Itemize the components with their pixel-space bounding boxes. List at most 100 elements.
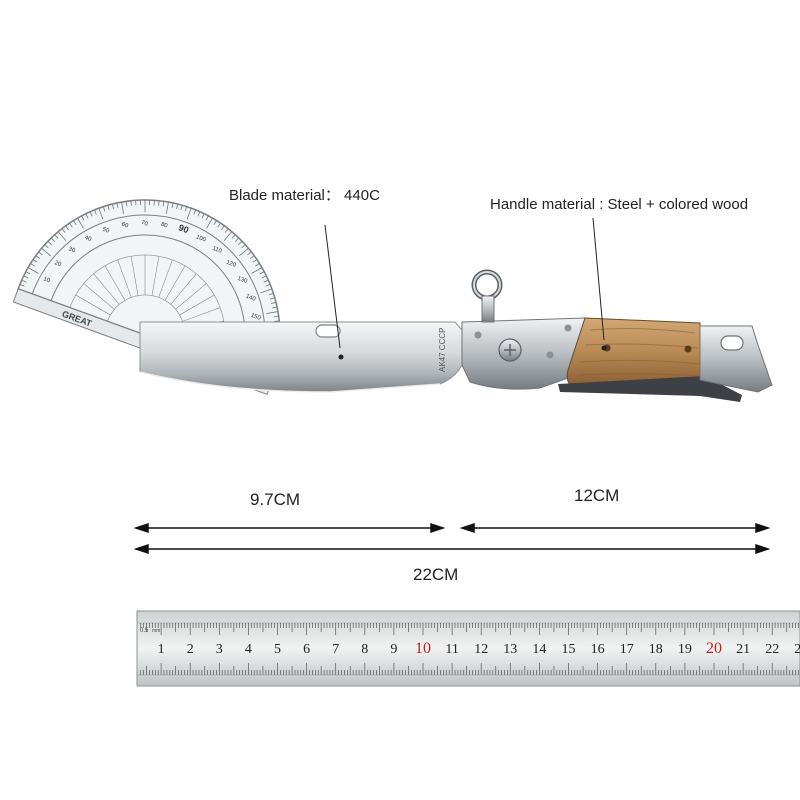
protractor-guide [93,273,120,305]
ruler-number: 21 [736,642,750,657]
protractor-guide [83,283,115,310]
blade-leader-line [324,224,341,349]
ruler-number: 6 [303,642,310,657]
protractor-tick [251,267,263,274]
protractor-tick [19,284,25,287]
protractor-tick [27,267,39,274]
protractor-tick [261,275,267,279]
protractor-tick [176,203,179,209]
protractor-tick [263,279,269,283]
protractor-tick [50,237,55,242]
protractor-tick [135,200,137,206]
protractor-tick [35,255,41,259]
protractor-degree-label: 20 [54,260,63,268]
ruler-number: 9 [390,642,397,657]
protractor-tick [272,306,278,309]
ruler-number: 15 [562,642,576,657]
protractor-tick [259,271,265,275]
protractor-tick [184,206,188,212]
protractor-tick [61,228,66,233]
ruler-unit-mark: mm [152,628,160,634]
protractor-tick [77,217,84,229]
ruler-number: 22 [765,642,779,657]
protractor-tick [44,244,49,249]
protractor-tick [81,215,85,221]
protractor-tick [139,200,141,206]
ruler-number: 10 [415,640,431,657]
protractor-tick [65,225,69,231]
blade-material-label: Blade material： 440C [229,187,380,204]
protractor-guide [158,259,173,298]
handle-marker-dot [601,345,607,351]
dimension-arrows [133,522,771,555]
protractor-guide [75,294,111,316]
protractor-tick [217,222,221,228]
ruler-number: 5 [274,642,281,657]
protractor-guide [170,273,197,305]
protractor-tick [98,208,104,220]
ruler-number: 11 [445,642,458,657]
protractor-tick [206,217,213,229]
protractor-degree-label: 30 [68,246,77,254]
protractor-degree-label: 110 [211,246,223,255]
protractor-tick [85,213,89,219]
protractor-tick [41,247,52,257]
protractor-tick [224,228,229,233]
protractor-tick [221,225,225,231]
protractor-guide [117,259,132,298]
handle-length-label: 12CM [574,486,620,505]
protractor-guide [144,254,146,295]
protractor-degree-label: 70 [140,220,149,228]
protractor-tick [47,240,52,245]
protractor-degree-label: 50 [101,227,110,235]
protractor-tick [102,206,106,212]
protractor-tick [213,220,217,225]
protractor-guide [130,256,139,296]
protractor-guide [175,283,207,310]
protractor-tick [158,200,160,206]
protractor-tick [57,231,67,242]
protractor-tick [153,200,155,206]
protractor-tick [23,275,29,279]
protractor-tick [69,222,73,228]
protractor-degree-label: 140 [245,294,257,303]
protractor-tick [171,202,174,208]
protractor-tick [205,215,209,221]
protractor-tick [73,220,77,225]
protractor-tick [255,263,260,267]
protractor-degree-label: 90 [177,222,190,235]
protractor-degree-label: 60 [121,222,130,230]
knife-blade: AK47 CCCP [139,321,463,393]
ruler-number: 8 [361,642,368,657]
protractor-tick [235,237,240,242]
protractor-tick [21,279,27,283]
ruler-number: 4 [245,642,252,657]
protractor-tick [121,201,125,214]
protractor-tick [186,208,192,220]
protractor-tick [30,263,35,267]
protractor-degree-label: 120 [225,260,237,269]
protractor-tick [130,200,132,206]
ruler-number: 23 [794,642,800,657]
ruler-number: 20 [706,640,722,657]
blade-length-label: 9.7CM [250,490,301,509]
protractor-tick [193,209,196,215]
protractor-degree-label: 150 [250,313,262,322]
protractor-tick [223,231,233,242]
protractor-tick [107,205,110,211]
protractor-tick [271,301,277,304]
protractor-tick [32,259,38,263]
ruler-number: 7 [332,642,339,657]
protractor-tick [54,234,59,239]
total-length-label: 22CM [413,565,459,584]
handle-material-label: Handle material : Steel + colored wood [490,196,749,213]
ruler-number: 1 [158,642,165,657]
protractor-degree-label: 130 [236,276,248,285]
protractor-tick [273,315,279,318]
ruler-number: 18 [649,642,663,657]
protractor-tick [38,251,43,256]
protractor-guide [182,307,221,322]
protractor-tick [231,234,236,239]
